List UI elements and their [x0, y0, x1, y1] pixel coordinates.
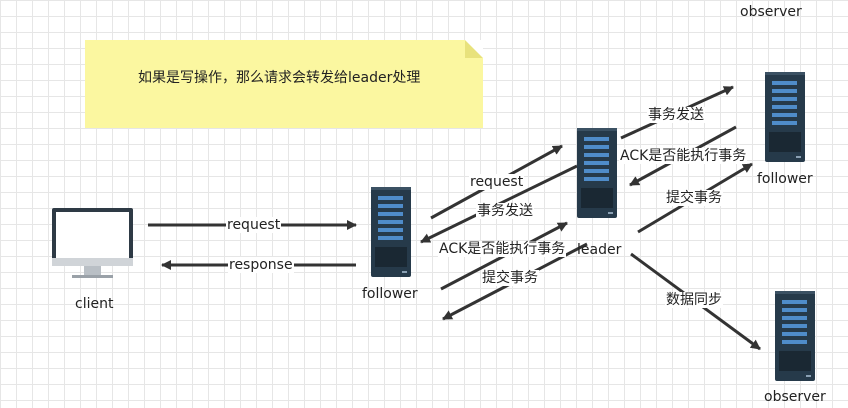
label-follower-main: follower: [362, 286, 418, 302]
label-client-response: response: [228, 257, 294, 273]
note-box: 如果是写操作，那么请求会转发给leader处理: [85, 40, 483, 128]
label-commit-to-follower: 提交事务: [481, 270, 539, 286]
label-sync-observer: 数据同步: [665, 292, 723, 308]
server-icon-observer-bottom: [775, 291, 815, 385]
note-text: 如果是写操作，那么请求会转发给leader处理: [138, 70, 421, 86]
server-icon-leader: [577, 128, 617, 222]
label-leader: leader: [577, 242, 622, 258]
label-client-request: request: [226, 217, 282, 233]
note-fold: [465, 40, 483, 58]
label-client: client: [75, 296, 114, 312]
label-observer-top: observer: [740, 4, 802, 20]
label-leader-dispatch-right: 事务发送: [647, 107, 705, 123]
client-computer-icon: [52, 208, 133, 278]
server-icon-follower-main: [371, 187, 411, 281]
server-icon-follower-right: [765, 72, 805, 166]
label-follower-right: follower: [757, 171, 813, 187]
label-follower-request: request: [469, 174, 525, 190]
label-commit-to-right: 提交事务: [665, 190, 723, 206]
label-ack-from-right: ACK是否能执行事务: [619, 148, 748, 164]
label-ack-to-leader: ACK是否能执行事务: [438, 241, 567, 257]
label-leader-dispatch-follower: 事务发送: [476, 203, 534, 219]
label-observer-bottom: observer: [764, 389, 826, 405]
